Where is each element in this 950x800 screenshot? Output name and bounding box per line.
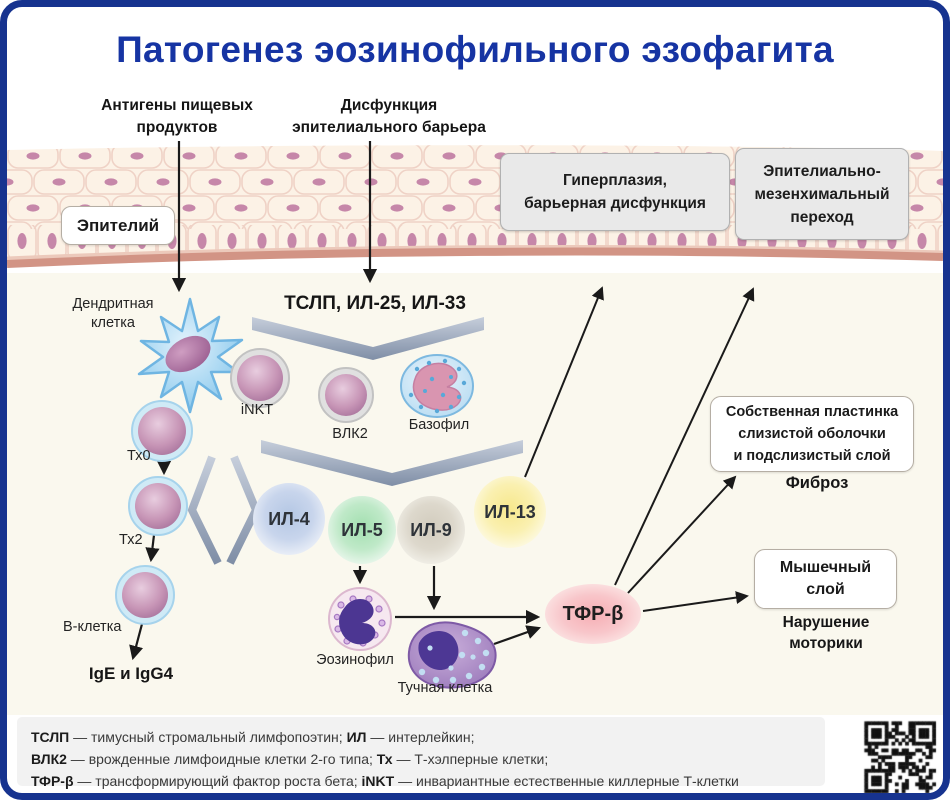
legend-def: — Т-хэлперные клетки; [392, 751, 549, 767]
label-tx0: Тх0 [127, 448, 151, 464]
legend-term: ВЛК2 [31, 751, 67, 767]
legend-term: iNKT [361, 773, 395, 789]
legend-row: ВЛК2 — врожденные лимфоидные клетки 2-го… [31, 748, 811, 770]
label-motility-disorder: Нарушение моторики [782, 614, 870, 652]
label-basophil: Базофил [408, 417, 470, 433]
legend-term: ТСЛП [31, 729, 70, 745]
label-barrier-dysfunction: Дисфункция эпителиального барьера [292, 97, 486, 136]
legend: ТСЛП — тимусный стромальный лимфопоэтин;… [17, 717, 825, 789]
box-emt: Эпителиально- мезенхимальный переход [735, 148, 909, 240]
dendritic-cell-graphic [137, 297, 244, 414]
il9-node: ИЛ-9 [397, 496, 465, 564]
label-tslp-il25-il33: ТСЛП, ИЛ-25, ИЛ-33 [284, 293, 466, 314]
tgfb-node: ТФР-β [545, 584, 641, 644]
mast-cell-graphic [407, 621, 497, 689]
label-eosinophil: Эозинофил [316, 652, 394, 668]
epithelium-tag: Эпителий [61, 206, 175, 245]
label-fibrosis: Фиброз [785, 474, 849, 492]
basophil-cell-graphic [400, 354, 474, 418]
legend-def: — врожденные лимфоидные клетки 2-го типа… [66, 751, 377, 767]
il5-node: ИЛ-5 [328, 496, 396, 564]
ilc2-cell-graphic [318, 367, 374, 423]
legend-term: ТФР-β [31, 773, 74, 789]
label-food-antigens: Антигены пищевых продуктов [101, 97, 253, 136]
il13-node: ИЛ-13 [474, 476, 546, 548]
label-ige-igg4: IgE и IgG4 [88, 664, 174, 683]
label-inkt: iNKT [240, 402, 274, 418]
legend-term: ИЛ [346, 729, 367, 745]
chevron-cells [261, 440, 523, 486]
tx2-cell-graphic [128, 476, 188, 536]
eosinophil-cell-graphic [328, 587, 392, 651]
box-hyperplasia: Гиперплазия, барьерная дисфункция [500, 153, 730, 231]
b-cell-graphic [115, 565, 175, 625]
box-muscle-layer: Мышечный слой [754, 549, 897, 609]
chevron-tslp [252, 317, 484, 360]
label-dendritic-cell: Дендритная клетка [72, 296, 154, 331]
label-b-cell: В-клетка [63, 619, 122, 635]
inkt-cell-graphic [230, 348, 290, 408]
legend-def: — тимусный стромальный лимфопоэтин; [69, 729, 347, 745]
legend-row: ТСЛП — тимусный стромальный лимфопоэтин;… [31, 726, 811, 748]
label-mast-cell: Тучная клетка [397, 680, 493, 696]
legend-term: Тх [376, 751, 393, 767]
diamond-split [187, 455, 261, 565]
legend-row: ТФР-β — трансформирующий фактор роста бе… [31, 770, 811, 792]
legend-def: — инвариантные естественные киллерные Т-… [394, 773, 739, 789]
label-tx2: Тх2 [119, 532, 143, 548]
legend-def: — трансформирующий фактор роста бета; [73, 773, 362, 789]
label-ilc2: ВЛК2 [332, 426, 368, 442]
il4-node: ИЛ-4 [253, 483, 325, 555]
qr-code [861, 718, 939, 793]
page-title: Патогенез эозинофильного эзофагита [116, 29, 834, 70]
legend-def: — интерлейкин; [366, 729, 475, 745]
box-lamina-propria: Собственная пластинка слизистой оболочки… [710, 396, 914, 472]
